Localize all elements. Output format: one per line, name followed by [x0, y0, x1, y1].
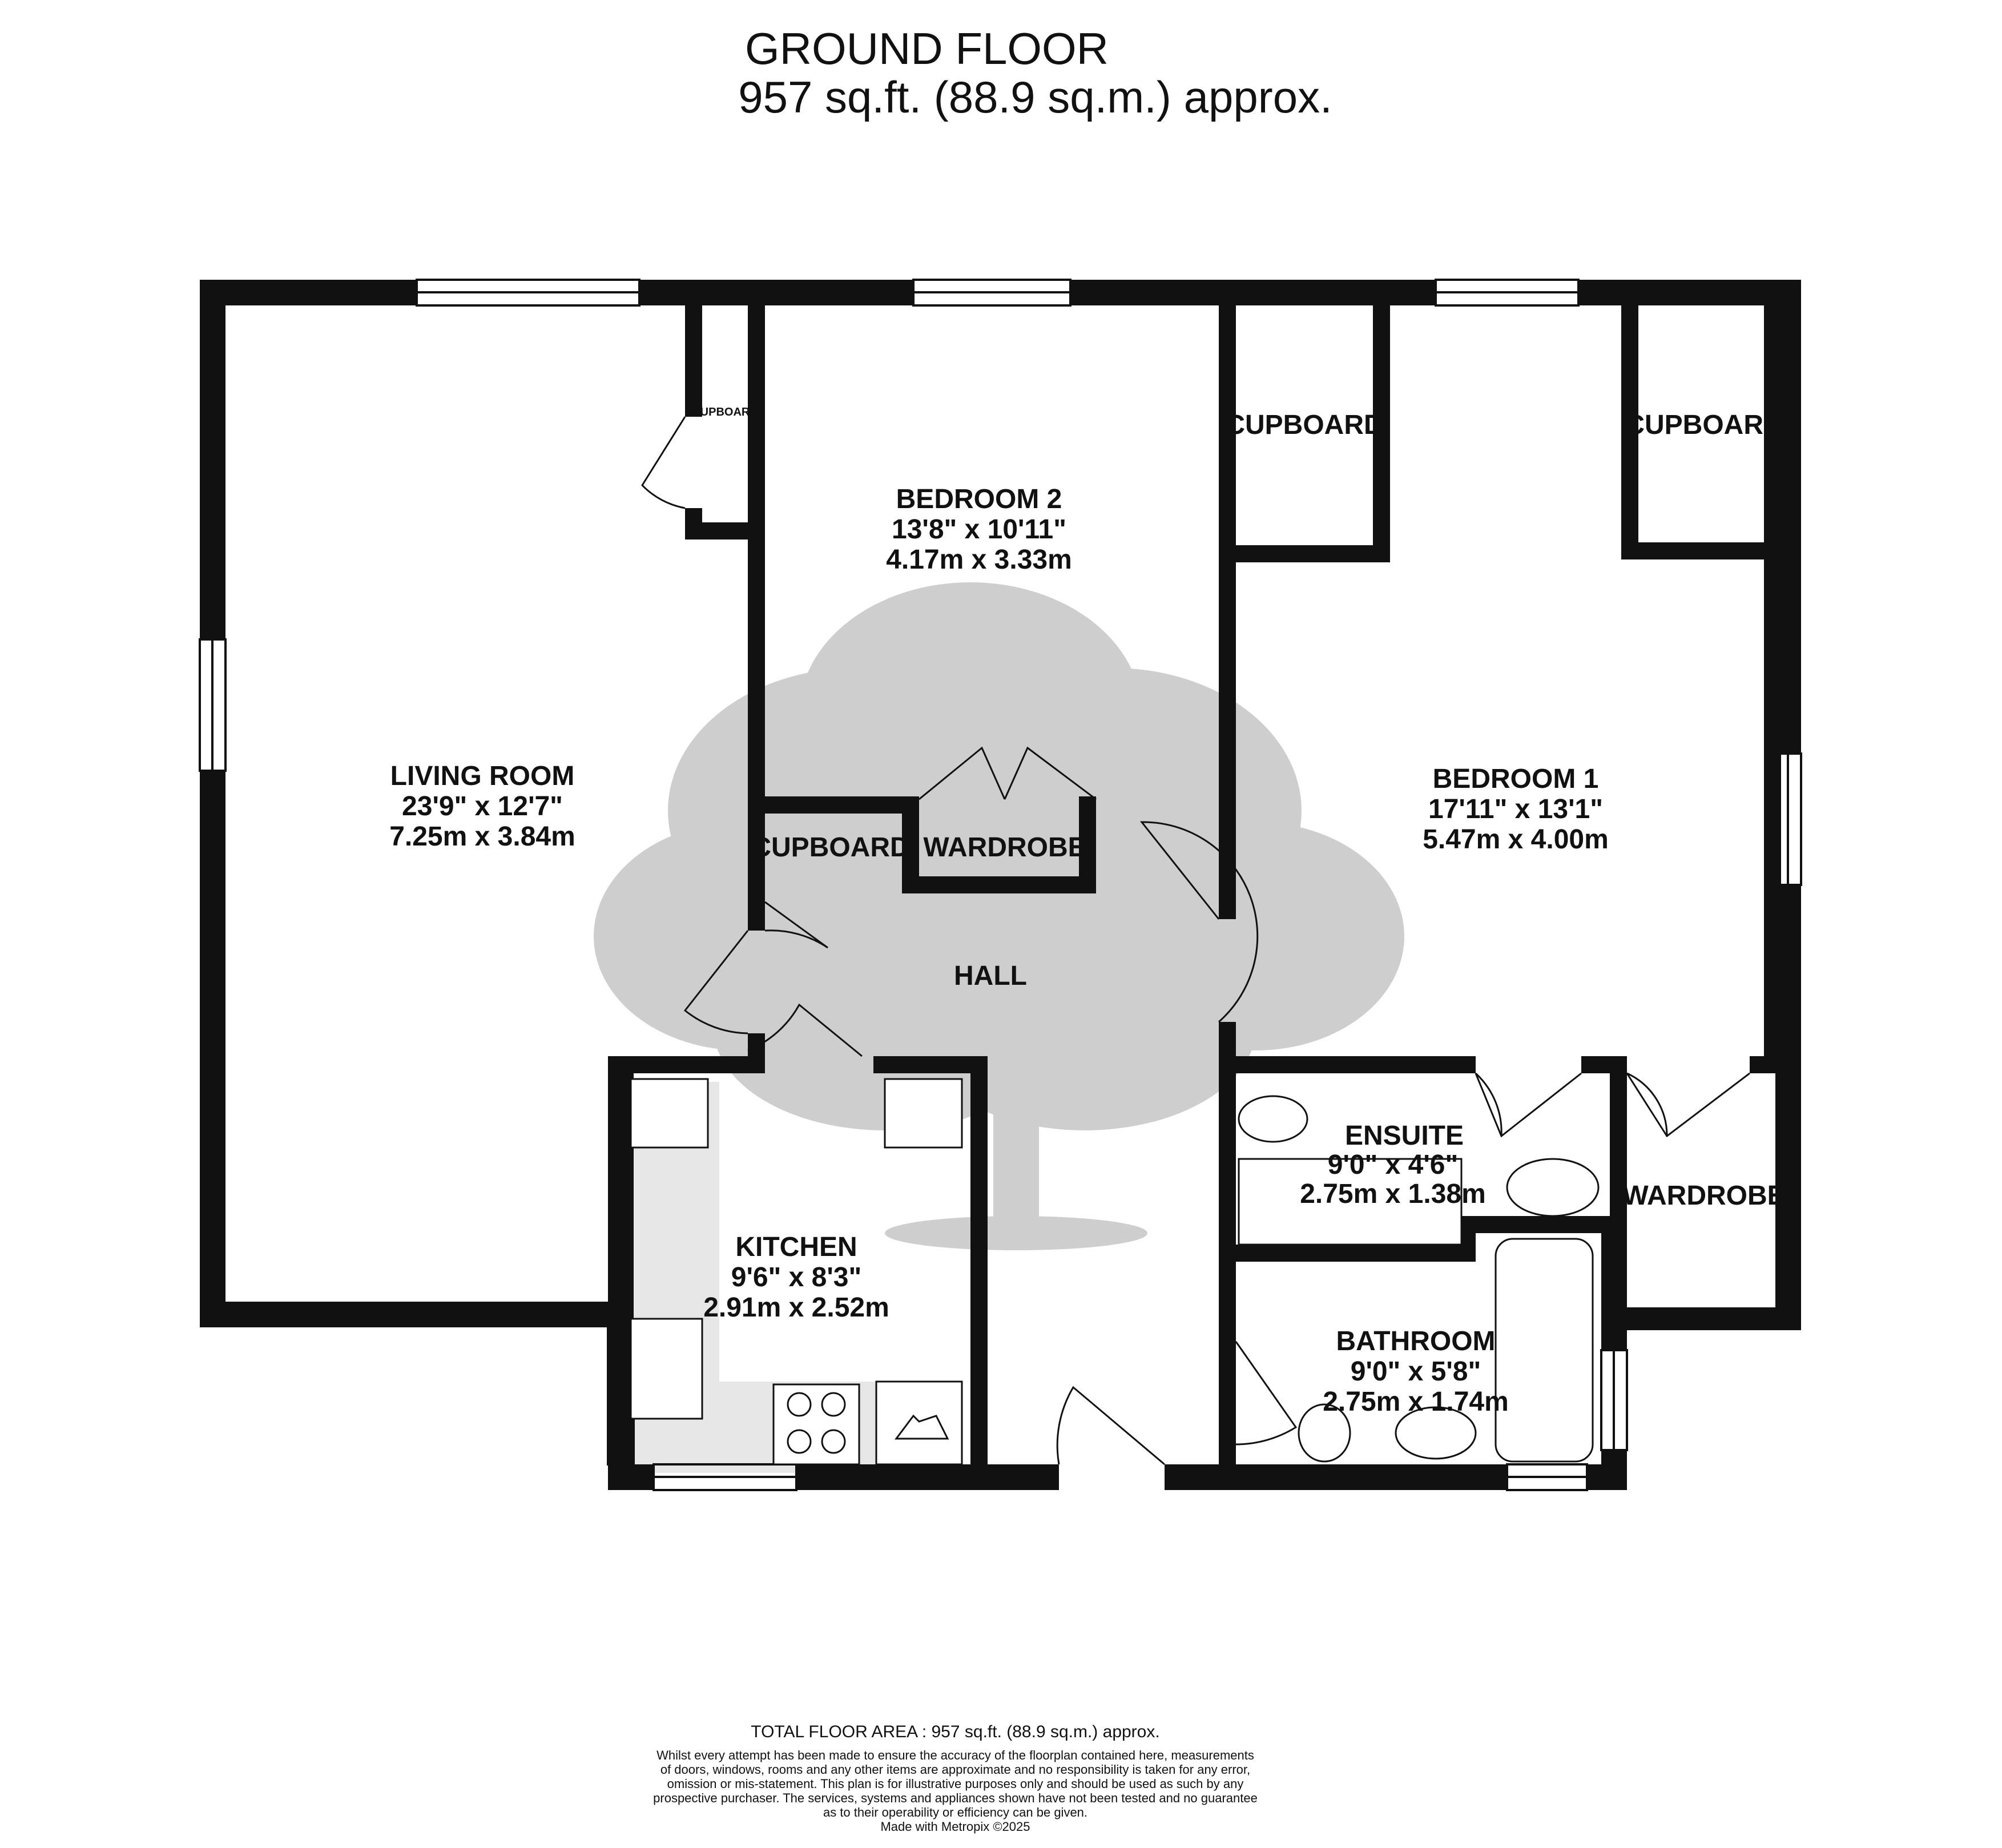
total-floor-area: TOTAL FLOOR AREA : 957 sq.ft. (88.9 sq.m… [751, 1722, 1160, 1741]
hob-icon [772, 1383, 860, 1465]
bedroom-2-metric: 4.17m x 3.33m [886, 545, 1072, 575]
floor-title: GROUND FLOOR [744, 23, 1109, 74]
living-cupboard-label: CUPBOARD [692, 406, 758, 418]
washer-icon [630, 1078, 709, 1149]
kitchen-metric: 2.91m x 2.52m [703, 1293, 889, 1323]
sink-icon [630, 1318, 703, 1420]
bedroom-1-metric: 5.47m x 4.00m [1423, 824, 1609, 855]
living-room-metric: 7.25m x 3.84m [389, 822, 575, 852]
bathroom-name: BATHROOM [1336, 1326, 1495, 1356]
doors [641, 416, 1750, 1465]
disclaimer-line: omission or mis-statement. This plan is … [667, 1777, 1244, 1791]
hall-name: HALL [954, 961, 1027, 991]
ensuite-imperial: 9'0" x 4'6" [1328, 1150, 1459, 1180]
bedroom-1-name: BEDROOM 1 [1433, 764, 1599, 794]
fixtures [630, 1078, 1600, 1465]
ensuite-metric: 2.75m x 1.38m [1300, 1179, 1486, 1209]
disclaimer-line: as to their operability or efficiency ca… [823, 1805, 1088, 1819]
disclaimer-line: of doors, windows, rooms and any other i… [660, 1762, 1251, 1777]
toilet-icon [1238, 1095, 1308, 1143]
room-labels: LIVING ROOM 23'9" x 12'7" 7.25m x 3.84m … [389, 406, 1785, 1417]
bed1-cupboard-right-label: CUPBOARD [1625, 410, 1783, 440]
bath-icon [1495, 1238, 1594, 1463]
bedroom-2-name: BEDROOM 2 [896, 484, 1062, 514]
disclaimer-line: Made with Metropix ©2025 [880, 1819, 1030, 1834]
disclaimer: Whilst every attempt has been made to en… [0, 1748, 1956, 1834]
shower-icon [1238, 1158, 1463, 1246]
kitchen-name: KITCHEN [735, 1232, 857, 1262]
basin-icon [1395, 1406, 1477, 1460]
hall-wardrobe-label: WARDROBE [923, 832, 1086, 863]
bed1-cupboard-left-label: CUPBOARD [1225, 410, 1383, 440]
hall-cupboard-label: CUPBOARD [751, 832, 909, 863]
windows [199, 279, 1802, 1491]
bed1-wardrobe-label: WARDROBE [1622, 1181, 1785, 1211]
bathroom-imperial: 9'0" x 5'8" [1351, 1356, 1481, 1387]
floor-area: 957 sq.ft. (88.9 sq.m.) approx. [738, 72, 1332, 122]
fridge-icon [884, 1078, 963, 1149]
kitchen-imperial: 9'6" x 8'3" [731, 1262, 862, 1293]
bathroom-metric: 2.75m x 1.74m [1323, 1387, 1509, 1417]
toilet-icon [1298, 1403, 1351, 1463]
bedroom-1-imperial: 17'11" x 13'1" [1428, 794, 1603, 824]
ensuite-name: ENSUITE [1345, 1121, 1464, 1151]
disclaimer-line: Whilst every attempt has been made to en… [656, 1748, 1254, 1762]
disclaimer-line: prospective purchaser. The services, sys… [653, 1791, 1258, 1805]
living-room-name: LIVING ROOM [390, 761, 575, 791]
living-room-imperial: 23'9" x 12'7" [402, 791, 563, 822]
bedroom-2-imperial: 13'8" x 10'11" [892, 514, 1066, 545]
basin-icon [1506, 1158, 1600, 1217]
walls [200, 280, 1801, 1490]
